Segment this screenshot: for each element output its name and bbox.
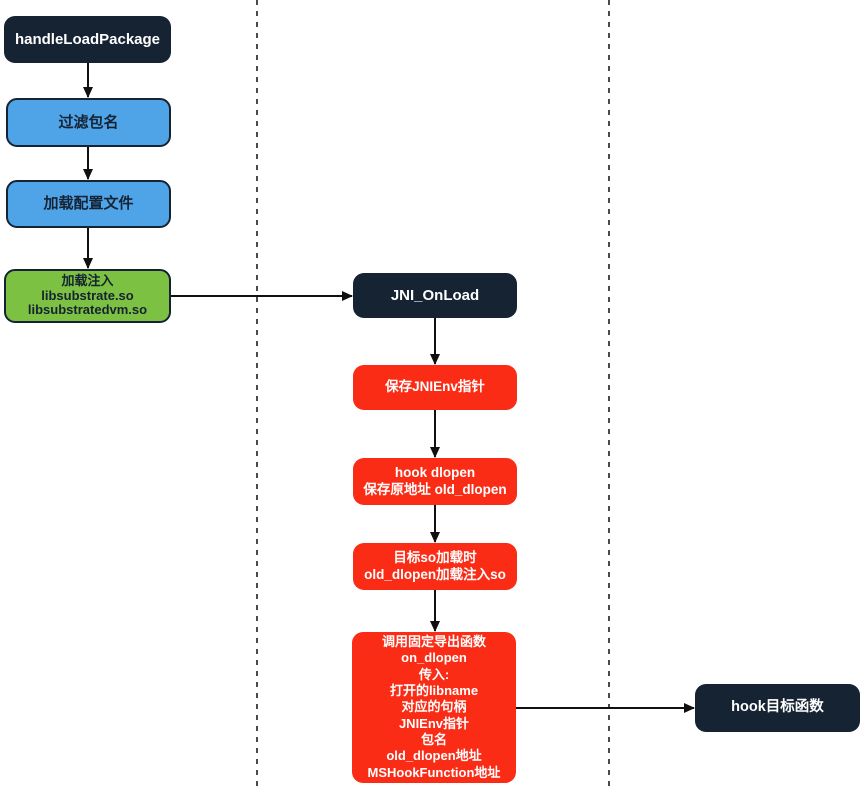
node-label: 过滤包名 bbox=[58, 113, 119, 131]
node-line: 加载注入 bbox=[61, 272, 114, 288]
node-line: 目标so加载时 bbox=[393, 550, 477, 566]
node-load-inject-libs: 加载注入 libsubstrate.so libsubstratedvm.so bbox=[4, 269, 171, 323]
node-line: old_dlopen加载注入so bbox=[364, 566, 506, 582]
node-label: handleLoadPackage bbox=[14, 30, 161, 48]
node-line: 包名 bbox=[420, 732, 447, 748]
arrow-save-to-hookdlopen bbox=[434, 410, 436, 457]
node-line: 调用固定导出函数 bbox=[381, 633, 486, 649]
arrow-targetso-to-callexport bbox=[434, 590, 436, 631]
node-line: MSHookFunction地址 bbox=[367, 764, 501, 780]
node-line: on_dlopen bbox=[401, 650, 467, 666]
node-filter-package-name: 过滤包名 bbox=[6, 98, 171, 147]
node-hook-dlopen: hook dlopen 保存原地址 old_dlopen bbox=[353, 458, 517, 505]
node-line: 打开的libname bbox=[389, 682, 479, 698]
arrow-handle-to-filter bbox=[87, 63, 89, 97]
arrow-callexport-to-hooktarget bbox=[516, 707, 694, 709]
arrow-config-to-inject bbox=[87, 228, 89, 268]
node-line: libsubstrate.so bbox=[41, 287, 134, 303]
arrow-inject-to-jnionload bbox=[171, 295, 352, 297]
node-line: libsubstratedvm.so bbox=[27, 302, 148, 318]
swimlane-separator-right bbox=[608, 0, 610, 788]
node-line: 传入: bbox=[418, 666, 450, 682]
node-line: 保存原地址 old_dlopen bbox=[363, 481, 507, 497]
node-label: 加载配置文件 bbox=[43, 195, 134, 212]
node-hook-target-function: hook目标函数 bbox=[695, 684, 860, 732]
arrow-jni-to-save bbox=[434, 318, 436, 364]
node-line: JNIEnv指针 bbox=[398, 715, 470, 731]
node-load-config-file: 加载配置文件 bbox=[6, 180, 171, 228]
arrow-filter-to-config bbox=[87, 147, 89, 179]
node-line: hook dlopen bbox=[394, 465, 476, 481]
node-save-jnienv-pointer: 保存JNIEnv指针 bbox=[353, 365, 517, 410]
arrow-hookdlopen-to-targetso bbox=[434, 505, 436, 542]
node-label: hook目标函数 bbox=[731, 699, 824, 716]
node-jni-onload: JNI_OnLoad bbox=[353, 273, 517, 318]
node-label: 保存JNIEnv指针 bbox=[385, 379, 485, 395]
node-handle-load-package: handleLoadPackage bbox=[4, 16, 171, 63]
node-line: old_dlopen地址 bbox=[386, 748, 482, 764]
node-line: 对应的句柄 bbox=[401, 699, 467, 715]
node-call-exported-function: 调用固定导出函数 on_dlopen 传入: 打开的libname 对应的句柄 … bbox=[352, 632, 516, 783]
node-target-so-load: 目标so加载时 old_dlopen加载注入so bbox=[353, 543, 517, 590]
swimlane-separator-left bbox=[256, 0, 258, 788]
node-label: JNI_OnLoad bbox=[390, 286, 480, 304]
